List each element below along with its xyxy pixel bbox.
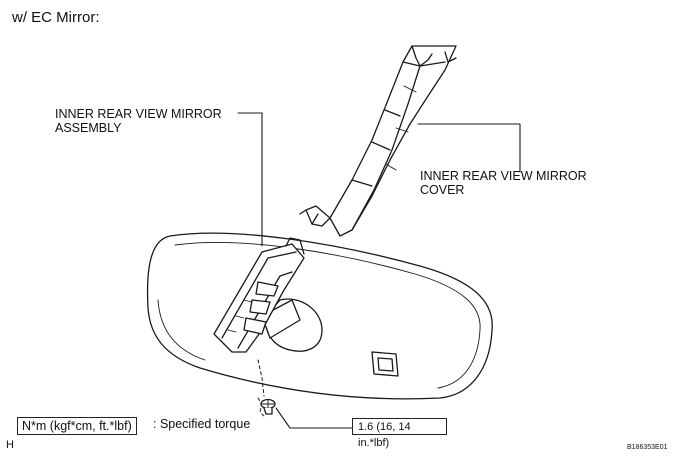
cover-label-line2: COVER — [420, 183, 465, 198]
corner-mark: H — [6, 439, 14, 451]
screw-drawing — [257, 359, 276, 417]
assembly-label-line2: ASSEMBLY — [55, 121, 122, 136]
assembly-label: INNER REAR VIEW MIRROR ASSEMBLY — [55, 107, 222, 136]
diagram-header: w/ EC Mirror: — [12, 9, 100, 26]
cover-label-line1: INNER REAR VIEW MIRROR — [420, 169, 587, 183]
torque-legend-description: : Specified torque — [153, 417, 251, 431]
torque-value-box: 1.6 (16, 14 in.*lbf) — [352, 418, 447, 449]
leader-lines — [237, 112, 521, 429]
mirror-mount-drawing — [213, 237, 323, 353]
torque-unit-legend-box: N*m (kgf*cm, ft.*lbf) — [17, 417, 137, 435]
mirror-body-drawing — [146, 232, 493, 400]
assembly-label-line1: INNER REAR VIEW MIRROR — [55, 107, 222, 121]
mirror-cover-drawing — [299, 45, 457, 237]
figure-code: B186353E01 — [627, 444, 668, 451]
cover-label: INNER REAR VIEW MIRROR COVER — [420, 169, 587, 198]
